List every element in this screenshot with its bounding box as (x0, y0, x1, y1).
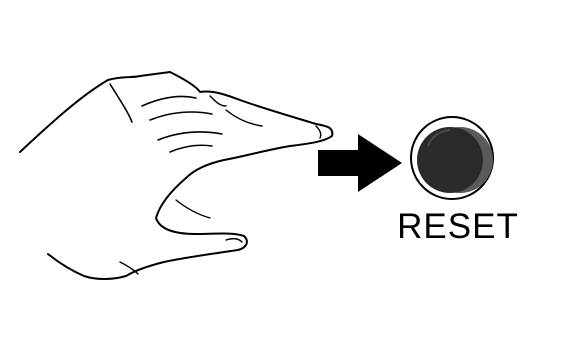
thumb-outline (48, 178, 247, 279)
round-push-button-icon (411, 117, 493, 199)
pointing-hand-icon (20, 72, 332, 279)
fingertip-detail (316, 126, 321, 138)
knuckle-detail-1 (210, 96, 226, 106)
knuckle-detail-2 (226, 110, 262, 126)
index-finger-underside (186, 146, 290, 178)
button-cap (417, 127, 483, 193)
wrist-detail (120, 262, 138, 274)
arrow-right-icon (318, 134, 402, 192)
palm-crease (176, 200, 210, 218)
finger-crease-3 (150, 112, 212, 120)
arrow-shape (318, 134, 402, 192)
thumb-nail (226, 239, 242, 242)
reset-label: RESET (397, 207, 519, 246)
finger-crease-2 (142, 96, 196, 106)
finger-crease-1 (110, 84, 132, 122)
finger-crease-5 (170, 145, 212, 152)
hand-upper-outline (20, 72, 332, 152)
finger-crease-4 (158, 132, 222, 140)
